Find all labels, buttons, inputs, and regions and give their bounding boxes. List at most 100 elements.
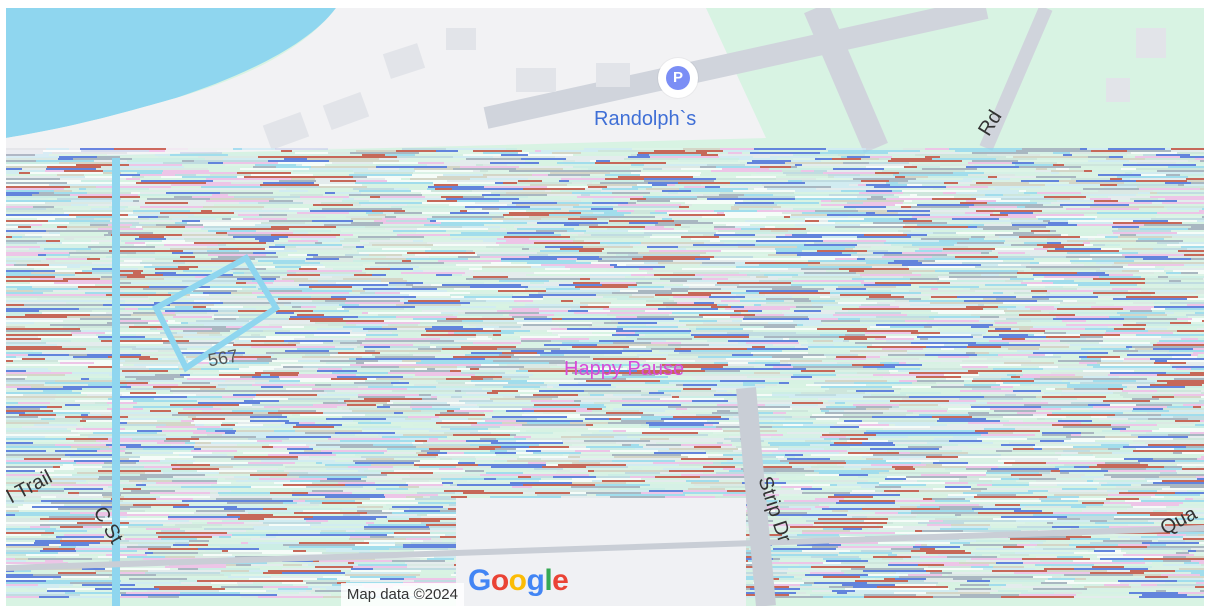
artifact-stripe <box>163 274 233 276</box>
artifact-stripe <box>427 452 447 454</box>
artifact-stripe <box>1041 390 1062 392</box>
artifact-stripe <box>789 382 814 384</box>
artifact-stripe <box>428 184 434 186</box>
artifact-stripe <box>346 402 387 404</box>
artifact-stripe <box>867 328 938 330</box>
artifact-stripe <box>1056 316 1109 318</box>
artifact-stripe <box>155 246 207 248</box>
artifact-stripe <box>1070 344 1086 346</box>
artifact-stripe <box>323 412 336 414</box>
artifact-stripe <box>79 308 125 310</box>
artifact-stripe <box>604 404 622 406</box>
map-graphics[interactable] <box>6 8 1204 606</box>
artifact-stripe <box>687 408 752 410</box>
artifact-stripe <box>674 350 691 352</box>
artifact-stripe <box>962 160 972 162</box>
artifact-stripe <box>528 370 578 372</box>
artifact-stripe <box>422 194 482 196</box>
artifact-stripe <box>66 302 125 304</box>
artifact-stripe <box>1037 158 1106 160</box>
artifact-stripe <box>1092 420 1130 422</box>
artifact-stripe <box>1093 406 1167 408</box>
artifact-stripe <box>993 368 1043 370</box>
artifact-stripe <box>856 272 912 274</box>
artifact-stripe <box>81 414 88 416</box>
artifact-stripe <box>650 236 681 238</box>
artifact-stripe <box>695 258 710 260</box>
artifact-stripe <box>984 238 1047 240</box>
artifact-stripe <box>6 406 47 408</box>
artifact-stripe <box>788 230 810 232</box>
artifact-stripe <box>1015 216 1036 218</box>
artifact-stripe <box>157 420 181 422</box>
artifact-stripe <box>271 226 336 228</box>
artifact-stripe <box>238 348 297 350</box>
artifact-stripe <box>803 424 834 426</box>
artifact-stripe <box>353 420 371 422</box>
artifact-stripe <box>522 424 586 426</box>
artifact-stripe <box>720 192 794 194</box>
artifact-stripe <box>714 394 740 396</box>
artifact-stripe <box>572 444 622 446</box>
artifact-stripe <box>6 362 60 364</box>
map-canvas[interactable]: P Randolph`s Happy Pause 567 Rd l Trail … <box>6 8 1204 606</box>
artifact-stripe <box>233 394 256 396</box>
artifact-stripe <box>1015 460 1043 462</box>
artifact-stripe <box>1077 224 1144 226</box>
artifact-stripe <box>941 362 1004 364</box>
artifact-stripe <box>996 158 1037 160</box>
artifact-stripe <box>678 246 738 248</box>
artifact-stripe <box>979 452 1020 454</box>
artifact-stripe <box>162 172 237 174</box>
artifact-stripe <box>949 440 982 442</box>
artifact-stripe <box>1062 390 1122 392</box>
artifact-stripe <box>724 260 775 262</box>
artifact-stripe <box>136 462 177 464</box>
artifact-stripe <box>6 186 70 188</box>
artifact-stripe <box>580 456 614 458</box>
artifact-stripe <box>202 410 232 412</box>
artifact-stripe <box>515 396 558 398</box>
artifact-stripe <box>642 468 663 470</box>
artifact-stripe <box>866 190 892 192</box>
artifact-stripe <box>450 294 513 296</box>
artifact-stripe <box>624 158 678 160</box>
artifact-stripe <box>783 424 803 426</box>
artifact-stripe <box>555 156 628 158</box>
artifact-stripe <box>436 220 503 222</box>
artifact-stripe <box>983 336 1046 338</box>
artifact-stripe <box>962 262 1030 264</box>
artifact-stripe <box>195 424 204 426</box>
artifact-stripe <box>537 278 580 280</box>
artifact-stripe <box>218 244 226 246</box>
artifact-stripe <box>1181 338 1198 340</box>
artifact-stripe <box>622 352 679 354</box>
artifact-stripe <box>6 180 81 182</box>
artifact-stripe <box>236 282 246 284</box>
artifact-stripe <box>1159 214 1204 216</box>
artifact-stripe <box>870 156 892 158</box>
artifact-stripe <box>592 202 628 204</box>
artifact-stripe <box>651 348 675 350</box>
artifact-stripe <box>808 260 834 262</box>
artifact-stripe <box>806 384 866 386</box>
artifact-stripe <box>57 198 121 200</box>
artifact-stripe <box>616 254 628 256</box>
artifact-stripe <box>369 242 427 244</box>
artifact-stripe <box>662 218 672 220</box>
artifact-stripe <box>316 306 342 308</box>
developed-area <box>6 8 766 158</box>
artifact-stripe <box>182 176 237 178</box>
artifact-stripe <box>1162 202 1204 204</box>
artifact-stripe <box>373 444 413 446</box>
artifact-stripe <box>375 292 400 294</box>
artifact-stripe <box>393 402 411 404</box>
artifact-stripe <box>894 390 960 392</box>
artifact-stripe <box>1177 318 1192 320</box>
artifact-stripe <box>1018 192 1024 194</box>
artifact-stripe <box>123 364 134 366</box>
artifact-stripe <box>644 232 716 234</box>
artifact-stripe <box>563 160 575 162</box>
artifact-stripe <box>1182 388 1204 390</box>
artifact-stripe <box>808 348 830 350</box>
